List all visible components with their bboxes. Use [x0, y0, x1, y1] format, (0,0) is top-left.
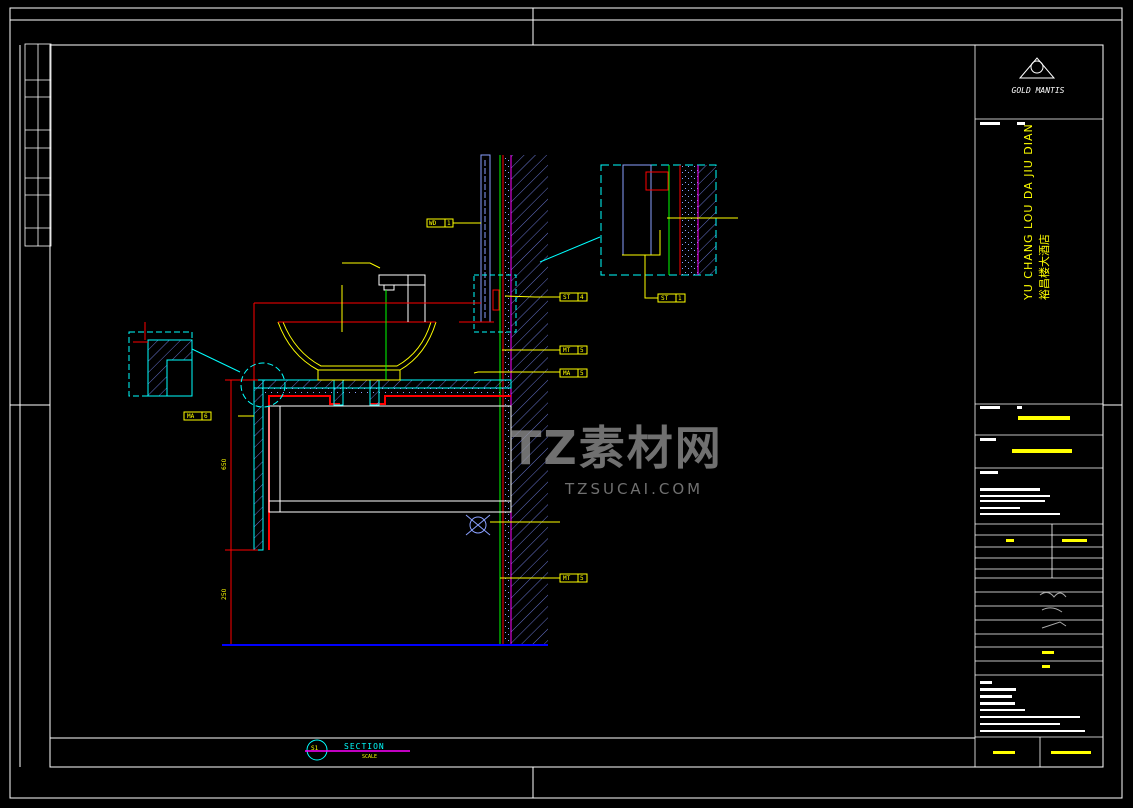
vessel-basin[interactable] [277, 321, 437, 381]
project-title: YU CHANG LOU DA JIU DIAN [1022, 123, 1035, 300]
svg-text:250: 250 [221, 588, 228, 600]
watermark-url: TZSUCAI.COM [565, 480, 704, 498]
tag-wd-1 [426, 218, 454, 228]
signature-marks [1039, 591, 1067, 629]
bracket-symbol [465, 514, 491, 536]
section-label: SECTION [344, 742, 385, 751]
tag-code: MT [563, 347, 571, 354]
tag-num: 1 [447, 220, 451, 227]
tag-code: ST [563, 294, 571, 301]
section-id: S1 [311, 745, 319, 752]
detail-callout-circle[interactable] [240, 362, 286, 408]
tag-ma-6 [183, 411, 212, 421]
watermark: TZ素材网 [510, 421, 723, 475]
tag-st-1 [657, 293, 686, 303]
svg-text:650: 650 [221, 458, 228, 470]
project-title-cn: 裕昌楼大酒店 [1038, 234, 1051, 300]
section-marker [305, 739, 410, 761]
tag-num: 4 [580, 294, 584, 301]
tag-code: ST [661, 295, 669, 302]
drawing-frame [9, 7, 1123, 799]
tag-code: WD [429, 220, 437, 227]
tag-num: 5 [580, 575, 584, 582]
tag-mt-5 [559, 345, 588, 355]
tag-num: 5 [580, 370, 584, 377]
tag-num: 5 [580, 347, 584, 354]
logo: GOLD MANTIS [1012, 57, 1065, 95]
tag-mt-5b [559, 573, 588, 583]
wall-section [499, 155, 548, 645]
svg-text:GOLD MANTIS: GOLD MANTIS [1012, 86, 1065, 95]
leader-lines [238, 222, 560, 579]
tag-st-4 [559, 292, 588, 302]
tag-code: MA [563, 370, 571, 377]
title-block [974, 45, 1103, 767]
material-tags [183, 218, 686, 583]
title-block-text [980, 122, 1091, 754]
tag-num: 6 [204, 413, 208, 420]
tag-code: MA [187, 413, 195, 420]
faucet[interactable] [378, 274, 426, 380]
revision-strip [24, 43, 52, 247]
edge-detail [128, 322, 241, 397]
mirror-fixing-detail [539, 164, 738, 299]
tag-ma-5 [559, 368, 588, 378]
cabinet-drawer [268, 405, 512, 513]
scale-label: SCALE [362, 754, 378, 760]
tag-code: MT [563, 575, 571, 582]
tag-num: 1 [678, 295, 682, 302]
